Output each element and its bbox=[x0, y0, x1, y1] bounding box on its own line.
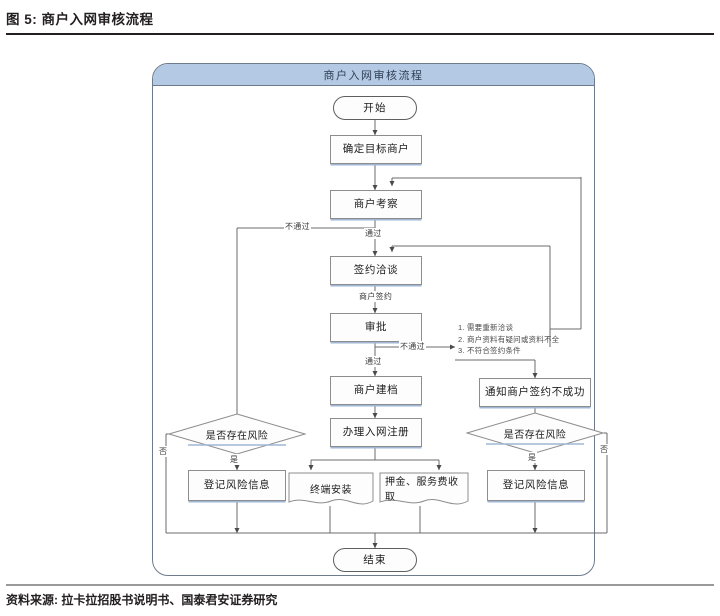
node-notify-sign-failed-label: 通知商户签约不成功 bbox=[485, 386, 585, 399]
node-approval-label: 审批 bbox=[364, 321, 388, 334]
node-terminal-install-label: 终端安装 bbox=[310, 484, 352, 496]
edge-label-survey-pass: 通过 bbox=[364, 228, 383, 239]
node-network-registration[interactable]: 办理入网注册 bbox=[330, 418, 422, 447]
node-merchant-survey[interactable]: 商户考察 bbox=[330, 190, 422, 219]
node-start[interactable]: 开始 bbox=[333, 96, 417, 120]
node-merchant-filing-label: 商户建档 bbox=[353, 384, 399, 397]
node-deposit-fee[interactable]: 押金、服务费收取 bbox=[379, 468, 469, 508]
reject-reason-1: 1. 需要重新洽谈 bbox=[458, 323, 514, 332]
edge-label-risk-left-yes: 是 bbox=[229, 454, 240, 465]
edge-label-merchant-signed: 商户签约 bbox=[358, 291, 394, 302]
flowchart-title: 商户入网审核流程 bbox=[323, 69, 424, 82]
node-risk-check-right[interactable]: 是否存在风险 bbox=[465, 412, 605, 454]
node-confirm-target-merchant[interactable]: 确定目标商户 bbox=[330, 135, 422, 164]
document-shape-terminal bbox=[288, 472, 374, 505]
node-notify-sign-failed[interactable]: 通知商户签约不成功 bbox=[479, 378, 591, 407]
source-divider bbox=[6, 584, 714, 586]
node-start-label: 开始 bbox=[363, 101, 387, 114]
edge-label-approve-fail: 不通过 bbox=[399, 341, 426, 352]
title-divider bbox=[6, 33, 714, 35]
node-risk-check-left[interactable]: 是否存在风险 bbox=[167, 413, 307, 455]
node-contract-negotiation-label: 签约洽谈 bbox=[353, 264, 399, 277]
node-terminal-install[interactable]: 终端安装 bbox=[288, 468, 374, 508]
edge-label-approve-pass: 通过 bbox=[364, 356, 383, 367]
node-network-registration-label: 办理入网注册 bbox=[342, 426, 410, 439]
edge-label-survey-fail: 不通过 bbox=[284, 221, 311, 232]
approval-reject-reasons: 1. 需要重新洽谈 2. 商户资料有疑问或资料不全 3. 不符合签约条件 bbox=[458, 322, 590, 357]
node-risk-check-right-label: 是否存在风险 bbox=[503, 429, 567, 441]
node-contract-negotiation[interactable]: 签约洽谈 bbox=[330, 256, 422, 285]
reject-reason-2: 2. 商户资料有疑问或资料不全 bbox=[458, 334, 560, 344]
edge-label-risk-left-no: 否 bbox=[158, 446, 169, 457]
node-merchant-survey-label: 商户考察 bbox=[353, 198, 399, 211]
node-log-risk-left[interactable]: 登记风险信息 bbox=[188, 470, 286, 501]
source-note: 资料来源: 拉卡拉招股书说明书、国泰君安证券研究 bbox=[6, 593, 278, 607]
node-deposit-fee-label: 押金、服务费收取 bbox=[385, 477, 459, 503]
reject-reason-3: 3. 不符合签约条件 bbox=[458, 346, 521, 356]
node-approval[interactable]: 审批 bbox=[330, 313, 422, 342]
node-end[interactable]: 结束 bbox=[333, 548, 417, 572]
node-merchant-filing[interactable]: 商户建档 bbox=[330, 376, 422, 405]
node-risk-check-left-label: 是否存在风险 bbox=[205, 430, 269, 442]
node-log-risk-right-label: 登记风险信息 bbox=[502, 479, 570, 492]
edge-label-risk-right-no: 否 bbox=[599, 444, 610, 455]
node-log-risk-right[interactable]: 登记风险信息 bbox=[487, 470, 585, 501]
flowchart-header: 商户入网审核流程 bbox=[153, 64, 594, 86]
node-end-label: 结束 bbox=[363, 553, 387, 566]
node-confirm-target-merchant-label: 确定目标商户 bbox=[342, 143, 410, 156]
document-shape-fee bbox=[379, 472, 469, 505]
page-title: 图 5: 商户入网审核流程 bbox=[6, 12, 154, 27]
node-log-risk-left-label: 登记风险信息 bbox=[203, 479, 271, 492]
edge-label-risk-right-yes: 是 bbox=[527, 452, 538, 463]
